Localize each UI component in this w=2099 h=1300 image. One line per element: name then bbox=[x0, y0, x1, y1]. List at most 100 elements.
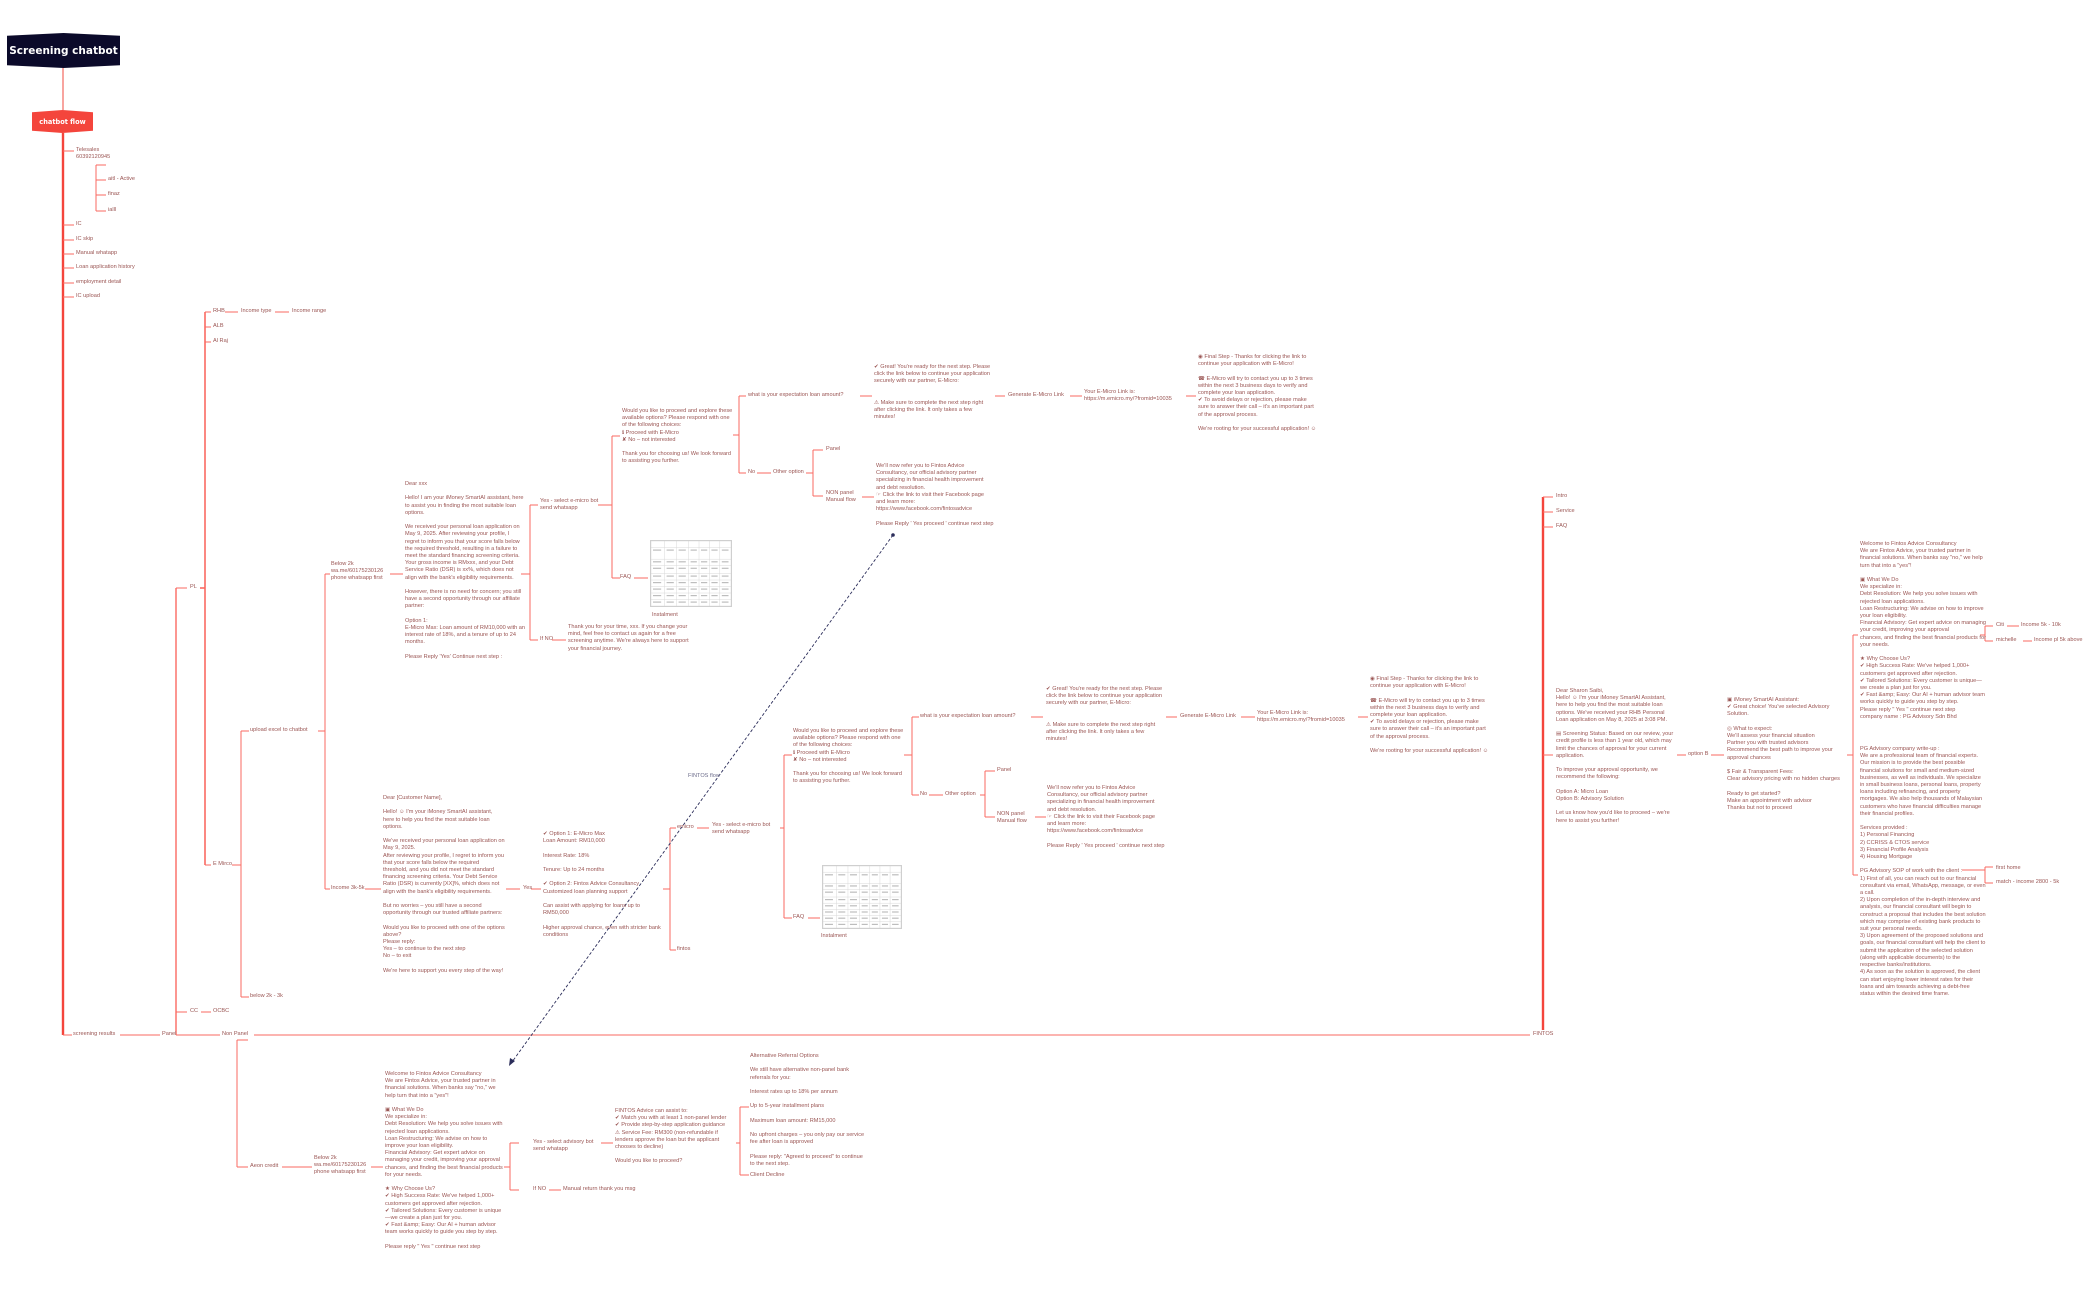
node-e-mirco[interactable]: E Mirco bbox=[213, 861, 232, 867]
node-choice-message-b[interactable]: Would you like to proceed and explore th… bbox=[793, 728, 904, 785]
node-yes-select-emicro-b[interactable]: Yes - select e-micro bot send whatsapp bbox=[712, 822, 771, 836]
node-al-raj[interactable]: Al Raj bbox=[213, 338, 228, 344]
node-options-message[interactable]: ✔ Option 1: E-Micro Max Loan Amount: RM1… bbox=[543, 831, 661, 938]
node-intro[interactable]: Intro bbox=[1556, 493, 1568, 499]
node-income-5k-10k[interactable]: Income 5k - 10k bbox=[2021, 622, 2061, 628]
node-fintos[interactable]: FINTOS bbox=[1533, 1031, 1554, 1037]
node-advisory-message[interactable]: ▣ iMoney SmartAI Assistant: ✔ Great choi… bbox=[1727, 697, 1840, 812]
node-below-2k-3k[interactable]: below 2k - 3k bbox=[250, 993, 283, 999]
node-income-message[interactable]: Dear [Customer Name], Hello! ☺ I'm your … bbox=[383, 795, 505, 974]
node-below-2k[interactable]: Below 2k wa.me/60175230126 phone whatsap… bbox=[331, 561, 384, 582]
node-citi[interactable]: Citi bbox=[1996, 622, 2005, 628]
node-yes-select-emicro[interactable]: Yes - select e-micro bot send whatsapp bbox=[540, 498, 599, 512]
table-cell-mark bbox=[721, 567, 729, 569]
node-pl[interactable]: PL bbox=[190, 584, 197, 590]
node-final-step-b[interactable]: ◉ Final Step - Thanks for clicking the l… bbox=[1370, 676, 1489, 755]
node-panel[interactable]: Panel bbox=[162, 1031, 177, 1037]
node-no-b[interactable]: No bbox=[920, 791, 928, 797]
node-faq[interactable]: FAQ bbox=[620, 574, 632, 580]
table-cell-mark bbox=[849, 917, 857, 919]
node-income-3k-5k[interactable]: Income 3k-5k bbox=[331, 885, 365, 891]
node-manual-whatapp[interactable]: Manual whatapp bbox=[76, 250, 118, 256]
node-screening-message[interactable]: Dear xxx Hello! I am your iMoney SmartAI… bbox=[405, 481, 526, 660]
table-cell-mark bbox=[881, 891, 889, 893]
node-rhb[interactable]: RHB bbox=[213, 308, 225, 314]
node-michelle[interactable]: michelle bbox=[1996, 637, 2017, 643]
node-income-type[interactable]: Income type bbox=[241, 308, 272, 314]
table-cell-mark bbox=[721, 595, 729, 597]
table-cell-mark bbox=[825, 891, 833, 893]
node-upload-excel[interactable]: upload excel to chatbot bbox=[250, 727, 308, 733]
node-choice-message[interactable]: Would you like to proceed and explore th… bbox=[622, 408, 733, 465]
node-final-step[interactable]: ◉ Final Step - Thanks for clicking the l… bbox=[1198, 354, 1317, 433]
node-finaz[interactable]: finaz bbox=[108, 191, 120, 197]
node-great-message-b[interactable]: ✔ Great! You're ready for the next step.… bbox=[1046, 686, 1163, 743]
table-cell-mark bbox=[861, 874, 868, 876]
node-non-panel-manual[interactable]: NON panel Manual flow bbox=[826, 490, 856, 504]
node-emicro[interactable]: emicro bbox=[677, 824, 694, 830]
table-cell-mark bbox=[666, 588, 674, 590]
node-aitl-active[interactable]: aitl - Active bbox=[108, 176, 136, 182]
node-generate-link[interactable]: Generate E-Micro Link bbox=[1008, 392, 1064, 398]
node-fintos-welcome-right[interactable]: Welcome to Fintos Advice Consultancy We … bbox=[1860, 541, 1986, 720]
node-alb[interactable]: ALB bbox=[213, 323, 224, 329]
node-generate-link-b[interactable]: Generate E-Micro Link bbox=[1180, 713, 1236, 719]
node-yes-select-advisory[interactable]: Yes - select advisory bot send whatapp bbox=[533, 1139, 594, 1153]
mindmap-title[interactable]: Screening chatbot bbox=[7, 33, 120, 68]
node-fintos-referral-b[interactable]: We'll now refer you to Fintos Advice Con… bbox=[1047, 785, 1165, 849]
node-other-option-b[interactable]: Other option bbox=[945, 791, 976, 797]
node-faq-b[interactable]: FAQ bbox=[793, 914, 805, 920]
node-fintos-option[interactable]: fintos bbox=[677, 946, 691, 952]
node-if-no-aeon[interactable]: If NO bbox=[533, 1186, 547, 1192]
node-below-2k-aeon[interactable]: Below 2k wa.me/60175230126 phone whatsap… bbox=[314, 1155, 367, 1176]
node-yes[interactable]: Yes bbox=[523, 885, 533, 891]
node-fintos-referral[interactable]: We'll now refer you to Fintos Advice Con… bbox=[876, 463, 994, 527]
table-cell-mark bbox=[871, 885, 878, 887]
node-expectation-question[interactable]: what is your expectation loan amount? bbox=[748, 392, 844, 398]
node-loan-history[interactable]: Loan application history bbox=[76, 264, 135, 270]
node-manual-return[interactable]: Manual return thank you msg bbox=[563, 1186, 636, 1192]
node-income-range[interactable]: Income range bbox=[292, 308, 327, 314]
node-telesales[interactable]: Telesales 60392120945 bbox=[76, 147, 111, 161]
node-great-message[interactable]: ✔ Great! You're ready for the next step.… bbox=[874, 364, 991, 421]
table-cell-mark bbox=[721, 549, 729, 551]
table-cell-mark bbox=[690, 575, 697, 577]
node-non-panel-manual-b[interactable]: NON panel Manual flow bbox=[997, 811, 1027, 825]
node-client-decline[interactable]: Client Decline bbox=[750, 1172, 785, 1178]
node-aeon-credit[interactable]: Aeon credit bbox=[250, 1163, 279, 1169]
root-node-chatbot-flow[interactable]: chatbot flow bbox=[32, 110, 93, 133]
node-service[interactable]: Service bbox=[1556, 508, 1575, 514]
node-emicro-link-b[interactable]: Your E-Micro Link is: https://m.emicro.m… bbox=[1257, 710, 1345, 724]
node-employment-detail[interactable]: employment detail bbox=[76, 279, 122, 285]
node-alternative-referral[interactable]: Alternative Referral Options We still ha… bbox=[750, 1053, 865, 1168]
node-ic[interactable]: IC bbox=[76, 221, 82, 227]
node-fintos-welcome[interactable]: Welcome to Fintos Advice Consultancy We … bbox=[385, 1071, 503, 1250]
node-non-panel[interactable]: Non Panel bbox=[222, 1031, 249, 1037]
node-cc[interactable]: CC bbox=[190, 1008, 199, 1014]
node-expectation-question-b[interactable]: what is your expectation loan amount? bbox=[920, 713, 1016, 719]
node-panel-option-b[interactable]: Panel bbox=[997, 767, 1012, 773]
node-panel-option[interactable]: Panel bbox=[826, 446, 841, 452]
table-cell-mark bbox=[678, 575, 686, 577]
node-other-option[interactable]: Other option bbox=[773, 469, 804, 475]
node-thank-you-message[interactable]: Thank you for your time, xxx. If you cha… bbox=[568, 624, 689, 652]
node-screening-results[interactable]: screening results bbox=[73, 1031, 116, 1037]
node-ialll[interactable]: ialll bbox=[108, 207, 117, 213]
node-no[interactable]: No bbox=[748, 469, 756, 475]
node-emicro-link[interactable]: Your E-Micro Link is: https://m.emicro.m… bbox=[1084, 389, 1172, 403]
table-cell-mark bbox=[849, 891, 857, 893]
node-ic-skip[interactable]: IC skip bbox=[76, 236, 94, 242]
node-sharon-message[interactable]: Dear Sharon Saibi, Hello! ☺ I'm your iMo… bbox=[1556, 688, 1674, 824]
table-cell-mark bbox=[711, 582, 718, 584]
node-ic-upload[interactable]: IC upload bbox=[76, 293, 100, 299]
table-cell-mark bbox=[690, 595, 697, 597]
node-if-no[interactable]: If NO bbox=[540, 636, 554, 642]
node-first-home[interactable]: first home bbox=[1996, 865, 2021, 871]
node-ocbc[interactable]: OCBC bbox=[213, 1008, 230, 1014]
node-income-pl-5k[interactable]: Income pl 5k above bbox=[2034, 637, 2083, 643]
node-fintos-assist[interactable]: FINTOS Advice can assist to: ✔ Match you… bbox=[615, 1108, 727, 1165]
node-fintos-faq[interactable]: FAQ bbox=[1556, 523, 1568, 529]
node-pg-advisory-writeup[interactable]: PG Advisory company write-up : We are a … bbox=[1860, 746, 1986, 997]
node-option-b[interactable]: option B bbox=[1688, 751, 1709, 757]
node-match-income[interactable]: match - income 2800 - 5k bbox=[1996, 879, 2060, 885]
